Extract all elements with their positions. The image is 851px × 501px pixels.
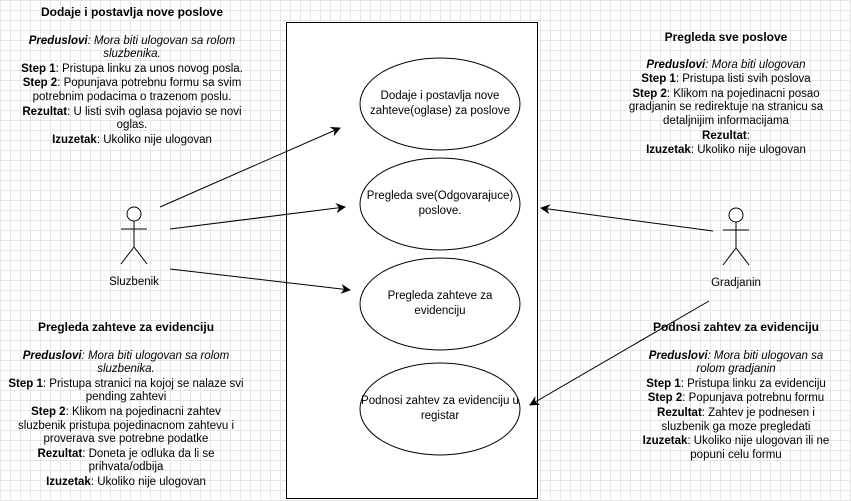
use-case-ellipse-uc1[interactable] (359, 57, 521, 151)
note-step2: Step 2: Popunjava potrebnu formu (647, 392, 825, 405)
note-pregleda-zahteve: Pregleda zahteve za evidenciju Preduslov… (6, 320, 246, 491)
note-izuzetak: Izuzetak: Ukoliko nije ulogovan (46, 475, 206, 488)
use-case-ellipse-uc4[interactable] (359, 362, 521, 456)
note-step1: Step 1: Pristupa linku za evidenciju (646, 377, 826, 390)
note-izuzetak: Izuzetak: Ukoliko nije ulogovan (646, 144, 806, 157)
actor-label-sluzbenik: Sluzbenik (109, 276, 159, 288)
actor-gradjanin-head (728, 207, 744, 223)
note-step1: Step 1: Pristupa stranici na kojoj se na… (8, 377, 244, 404)
use-case-ellipse-uc2[interactable] (359, 157, 521, 251)
actor-sluzbenik-head (126, 206, 142, 222)
note-step2: Step 2: Popunjava potrebnu formu sa svim… (22, 77, 242, 103)
note-podnosi-zahtev: Podnosi zahtev za evidenciju Preduslovi:… (638, 320, 834, 463)
note-step2: Step 2: Klikom na pojedinacni zahtev slu… (17, 405, 235, 446)
note-preduslovi: Preduslovi: Mora biti ulogovan (646, 58, 806, 71)
use-case-label-uc3: Pregleda zahteve za evidenciju (387, 290, 493, 317)
note-title: Pregleda zahteve za evidenciju (37, 320, 215, 334)
association-sluzbenik-uc3 (169, 268, 351, 294)
note-rezultat: Rezultat: U listi svih oglasa pojavio se… (22, 105, 242, 132)
actor-label-gradjanin: Gradjanin (711, 277, 761, 289)
actor-sluzbenik-figure[interactable] (120, 206, 148, 265)
use-case-label-uc4: Podnosi zahtev za evidenciju u registar (361, 395, 519, 422)
note-izuzetak: Izuzetak: Ukoliko nije ulogovan (52, 133, 212, 146)
note-izuzetak: Izuzetak: Ukoliko nije ulogovan ili ne p… (642, 435, 830, 461)
actor-gradjanin-leg-right (735, 247, 750, 266)
actor-sluzbenik-leg-left (120, 246, 135, 265)
actor-gradjanin-figure[interactable] (722, 207, 750, 266)
association-sluzbenik-uc1 (159, 127, 341, 208)
use-case-label-uc2: Pregleda sve(Odgovarajuce) poslove. (366, 190, 514, 217)
note-preduslovi: Preduslovi: Mora biti ulogovan sa rolom … (28, 34, 236, 61)
note-rezultat: Rezultat: Doneta je odluka da li se prih… (37, 447, 215, 474)
use-case-ellipse-uc3[interactable] (359, 257, 521, 351)
association-gradjanin-uc4 (529, 300, 710, 406)
actor-sluzbenik-leg-right (133, 246, 148, 265)
note-rezultat: Rezultat: Zahtev je podnesen i sluzbenik… (657, 406, 815, 433)
association-sluzbenik-uc2 (169, 203, 346, 230)
note-step1: Step 1: Pristupa linku za unos novog pos… (21, 62, 243, 75)
note-pregleda-poslove: Pregleda sve poslove Preduslovi: Mora bi… (626, 30, 826, 159)
note-dodaje-poslove: Dodaje i postavlja nove poslove Preduslo… (18, 5, 246, 148)
association-gradjanin-uc2 (540, 204, 714, 232)
note-preduslovi: Preduslovi: Mora biti ulogovan sa rolom … (22, 349, 230, 376)
note-step1: Step 1: Pristupa listi svih poslova (641, 73, 811, 86)
note-title: Pregleda sve poslove (664, 30, 788, 44)
note-step2: Step 2: Klikom na pojedinacni posao grad… (628, 87, 824, 127)
note-title: Podnosi zahtev za evidenciju (652, 320, 820, 334)
note-rezultat: Rezultat: (702, 129, 750, 142)
note-title: Dodaje i postavlja nove poslove (40, 5, 224, 19)
actor-gradjanin-leg-left (722, 247, 737, 266)
use-case-label-uc1: Dodaje i postavlja nove zahteve(oglase) … (370, 90, 510, 117)
note-preduslovi: Preduslovi: Mora biti ulogovan sa rolom … (648, 349, 824, 376)
